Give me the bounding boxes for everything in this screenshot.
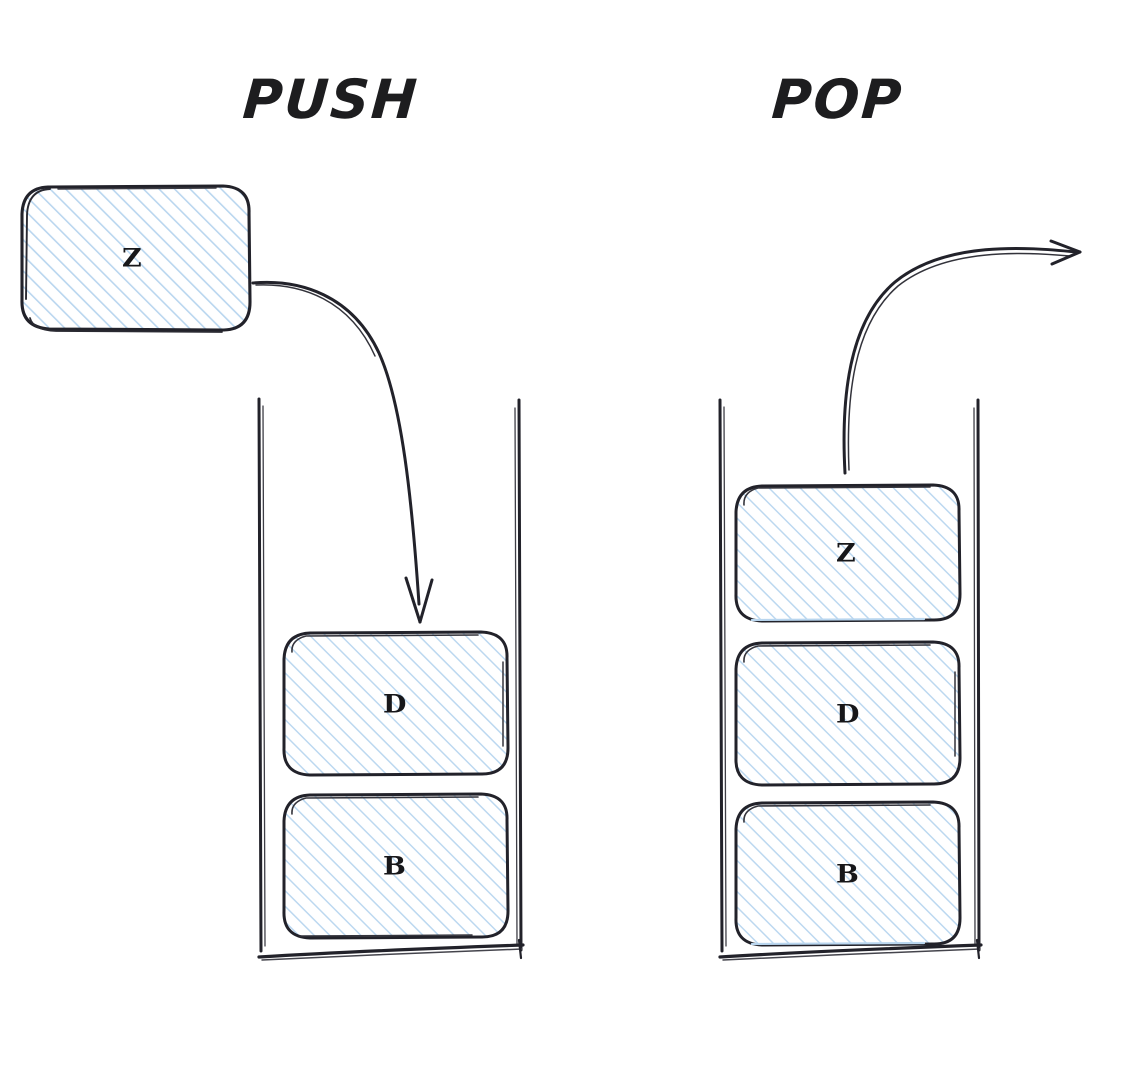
push-cell-d-label: D bbox=[383, 690, 407, 719]
floating-element-z bbox=[20, 184, 252, 333]
push-title: PUSH bbox=[240, 68, 421, 131]
pop-title: POP bbox=[769, 68, 906, 131]
floating-element-z-label: Z bbox=[122, 244, 142, 273]
pop-cell-z bbox=[734, 483, 962, 623]
push-cell-b bbox=[282, 792, 510, 940]
push-cell-b-label: B bbox=[383, 852, 406, 881]
push-cell-d bbox=[282, 630, 510, 777]
pop-cell-d-label: D bbox=[836, 700, 860, 729]
push-stack-container bbox=[257, 397, 525, 961]
pop-cell-b-label: B bbox=[836, 860, 859, 889]
pop-cell-z-label: Z bbox=[836, 539, 856, 568]
pop-cell-d bbox=[734, 640, 962, 787]
pop-stack-container bbox=[718, 398, 983, 961]
push-arrow bbox=[251, 280, 434, 624]
pop-arrow bbox=[842, 239, 1082, 475]
pop-cell-b bbox=[734, 800, 962, 947]
